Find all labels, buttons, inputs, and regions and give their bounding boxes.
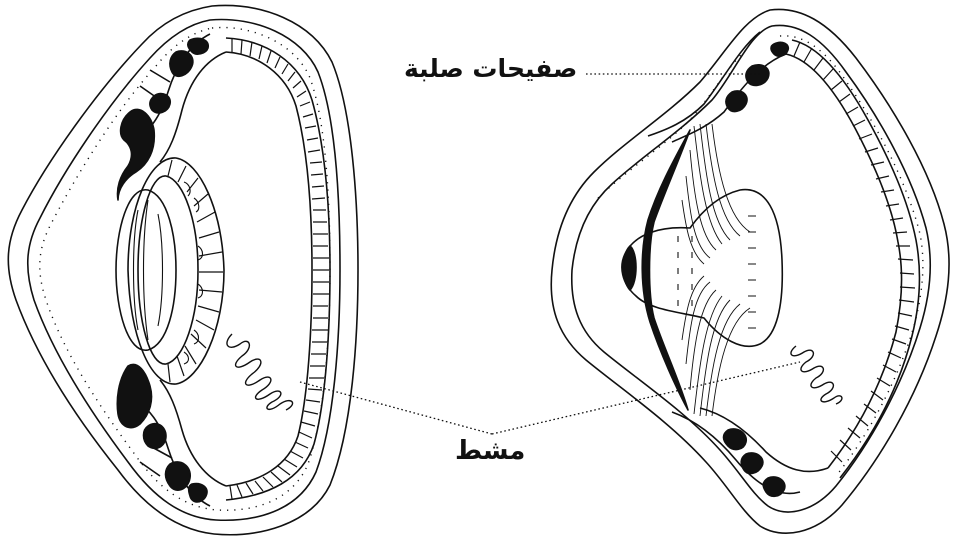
- right-canal-blob-upper-2: [745, 63, 770, 87]
- right-cavity-wall: [671, 53, 829, 473]
- right-outer-body-wall: [550, 8, 950, 534]
- leader-comb-right: [491, 361, 801, 435]
- left-canal-line-lower: [139, 445, 173, 477]
- left-lens-outline: [115, 189, 177, 351]
- right-canal-blob-lower-2: [740, 452, 764, 475]
- right-canal-blob-lower-1: [762, 476, 786, 498]
- left-dotted-layer: [39, 26, 331, 511]
- right-comb-coil: [790, 345, 843, 405]
- right-funnel-dark-tip: [622, 245, 637, 291]
- right-canal-blob-upper-3: [725, 90, 748, 113]
- left-comb-row-segments: [229, 38, 329, 500]
- left-pharynx-ribs: [183, 181, 204, 365]
- left-pharynx-cells: [167, 159, 223, 383]
- left-pharynx-outer: [127, 157, 225, 385]
- left-canal-blob-upper-4: [116, 108, 156, 201]
- right-inner-body-wall: [570, 24, 932, 513]
- left-canal-blob-lower-4: [116, 363, 153, 429]
- left-canal-blob-upper-2: [169, 50, 194, 78]
- left-canal-blob-lower-3: [142, 422, 167, 450]
- left-comb-row-inner: [225, 51, 313, 487]
- left-canal-blob-lower-2: [164, 461, 191, 491]
- label-rigid-plates: صفيحات صلبة: [404, 54, 578, 83]
- left-canal-blob-upper-1: [187, 37, 210, 55]
- left-lens: [115, 189, 177, 351]
- left-inner-body-wall: [26, 18, 341, 522]
- left-pharynx-wall: [159, 51, 227, 487]
- left-pharynx: [127, 157, 225, 385]
- left-canal-blob-upper-3: [149, 92, 172, 114]
- left-section: [7, 4, 359, 536]
- left-comb-row-outer: [225, 37, 331, 501]
- right-comb-row-inner: [785, 53, 903, 469]
- right-dotted-layer: [597, 35, 924, 477]
- right-section: [550, 8, 950, 534]
- left-pharynx-inner: [137, 175, 199, 365]
- right-comb-row-outer: [791, 39, 921, 479]
- right-canal-blob-upper-1: [770, 41, 790, 57]
- left-lens-lines: [132, 199, 164, 341]
- right-funnel-outline: [621, 188, 784, 348]
- right-canal-wall: [647, 31, 801, 495]
- right-comb-row-segments: [793, 41, 916, 463]
- right-funnel: [621, 188, 784, 348]
- right-dark-band: [641, 129, 691, 411]
- left-outer-body-wall: [7, 4, 359, 536]
- left-canal-line-upper: [139, 69, 171, 101]
- right-muscle-fibres: [681, 123, 751, 417]
- right-canal-blob-lower-3: [722, 428, 748, 451]
- right-funnel-ticks: [677, 215, 756, 329]
- left-canal-blob-lower-1: [187, 482, 208, 503]
- label-comb: مشط: [455, 436, 526, 466]
- left-comb-coil: [226, 333, 294, 411]
